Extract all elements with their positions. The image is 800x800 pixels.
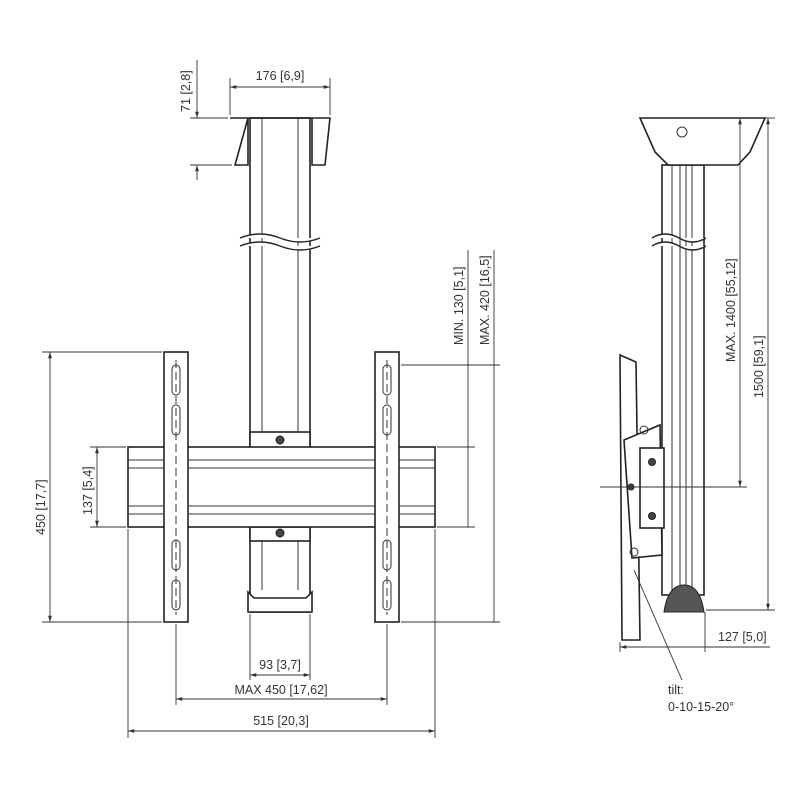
- dim-ceiling-plate-depth: 71 [2,8]: [179, 60, 232, 180]
- dim-label: 1500 [59,1]: [752, 335, 766, 398]
- dim-crossbar-height: 137 [5,4]: [81, 446, 126, 528]
- dim-label: 93 [3,7]: [259, 658, 301, 672]
- dim-label: 127 [5,0]: [718, 630, 767, 644]
- break-mark: [651, 233, 707, 251]
- ceiling-plate: [230, 117, 331, 166]
- dim-label: 137 [5,4]: [81, 466, 95, 515]
- left-rail: [163, 351, 189, 623]
- dim-rail-height: 450 [17,7]: [34, 351, 162, 623]
- dim-label: MIN. 130 [5,1]: [452, 266, 466, 345]
- dim-column-width: 93 [3,7]: [249, 614, 311, 680]
- dim-label: MAX. 420 [16,5]: [478, 255, 492, 345]
- break-mark: [239, 233, 321, 251]
- dim-depth: 127 [5,0]: [619, 612, 770, 652]
- front-view: 176 [6,9] 71 [2,8] 450 [17,7] 137 [5,4] …: [34, 60, 500, 738]
- side-ceiling-plate: [638, 117, 767, 166]
- dim-crossbar-width: 515 [20,3]: [127, 529, 436, 738]
- tilt-label: tilt:: [668, 683, 684, 697]
- bottom-bracket: [247, 590, 313, 613]
- dim-label: MAX 450 [17,62]: [234, 683, 327, 697]
- dim-rail-spacing: MAX 450 [17,62]: [175, 624, 388, 705]
- side-base: [663, 584, 705, 613]
- tilt-values: 0-10-15-20°: [668, 700, 734, 714]
- right-rail: [374, 351, 400, 623]
- tilt-annotation: tilt: 0-10-15-20°: [633, 569, 734, 714]
- dim-label: 176 [6,9]: [256, 69, 305, 83]
- dim-total-height: 1500 [59,1]: [706, 117, 775, 611]
- dim-label: MAX. 1400 [55,12]: [724, 258, 738, 362]
- side-column: [661, 164, 705, 596]
- dim-label: 71 [2,8]: [179, 70, 193, 112]
- dim-label: 450 [17,7]: [34, 479, 48, 535]
- dim-label: 515 [20,3]: [253, 714, 309, 728]
- dim-max-drop: MAX. 1400 [55,12]: [724, 118, 742, 487]
- dim-ceiling-plate-width: 176 [6,9]: [229, 69, 331, 115]
- dim-vertical-offset: MIN. 130 [5,1] MAX. 420 [16,5]: [401, 250, 500, 623]
- side-view: MAX. 1400 [55,12] 1500 [59,1] 127 [5,0] …: [600, 117, 775, 714]
